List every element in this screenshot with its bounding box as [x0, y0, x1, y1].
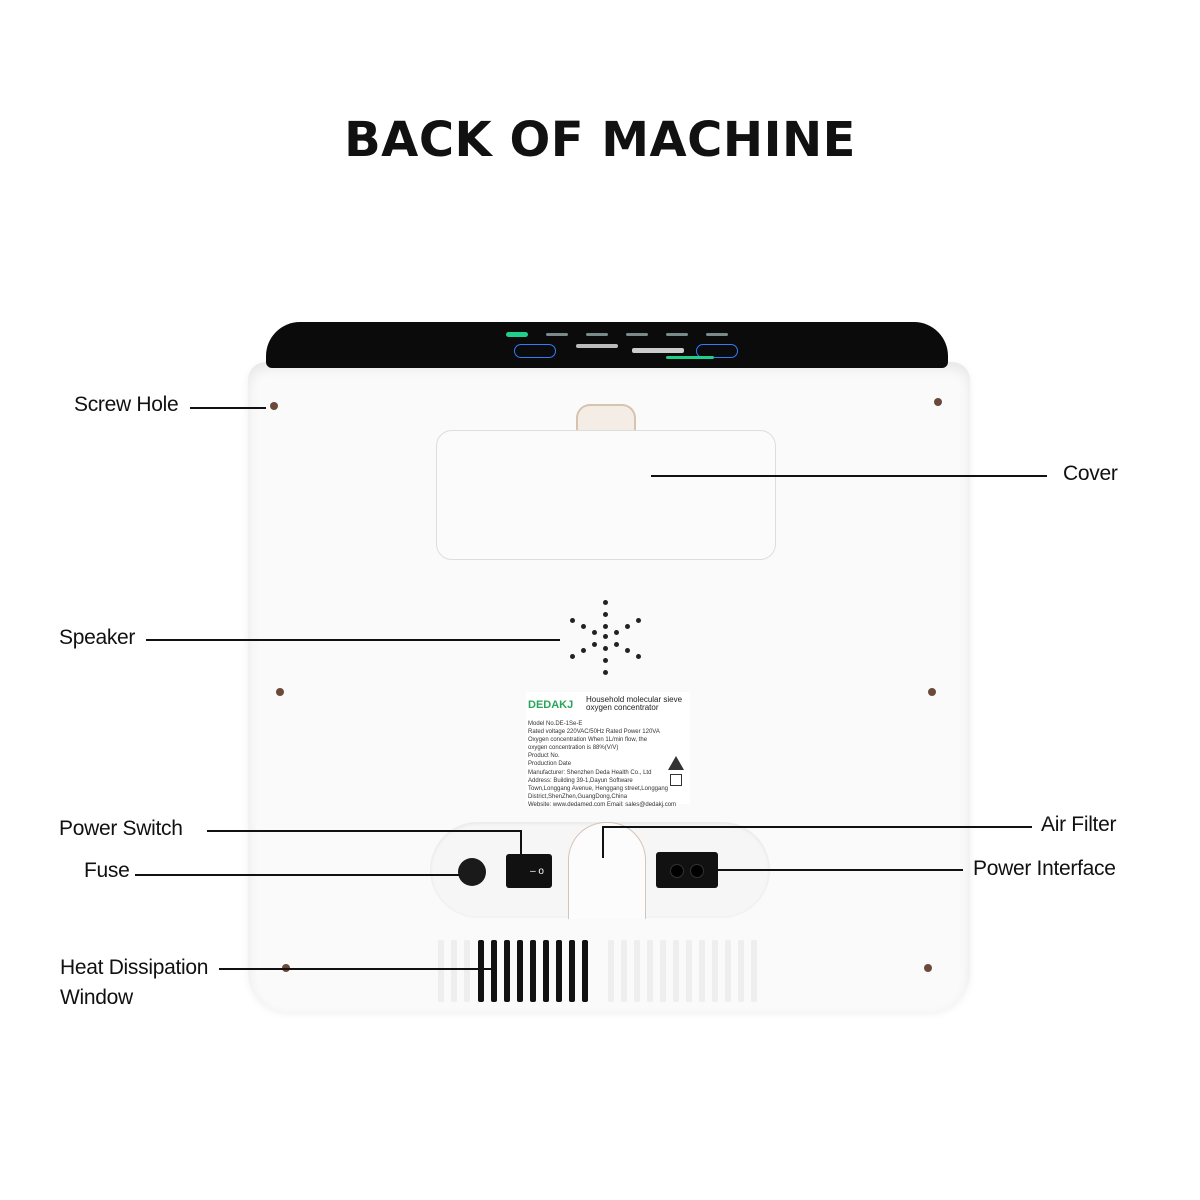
screw-hole-mid-right [928, 688, 936, 696]
leader-power-interface [717, 869, 963, 871]
heat-dissipation-window [438, 940, 768, 1002]
rating-label: DEDAKJ Household molecular sieve oxygen … [526, 692, 690, 808]
power-switch[interactable]: – o [506, 854, 552, 888]
screw-hole-bottom-right [924, 964, 932, 972]
leader-screw-hole [190, 407, 266, 409]
leader-speaker [146, 639, 560, 641]
display-indicators [506, 332, 776, 359]
control-panel-display [266, 322, 948, 368]
leader-air-filter-drop [602, 826, 604, 858]
rated-specs: Rated voltage 220VAC/50Hz Rated Power 12… [528, 729, 660, 736]
model-number: Model No.DE-1Se-E [528, 721, 583, 727]
screw-hole-mid-left [276, 688, 284, 696]
oxygen-concentrator-back: DEDAKJ Household molecular sieve oxygen … [248, 322, 970, 1012]
product-name-line2: oxygen concentrator [586, 703, 659, 712]
page-title: BACK OF MACHINE [344, 112, 856, 168]
callout-air-filter: Air Filter [1041, 813, 1117, 836]
website: Website: www.dedamed.com Email: sales@de… [528, 801, 677, 808]
leader-power-switch-drop [520, 830, 522, 858]
power-interface-socket[interactable] [656, 852, 718, 888]
speaker-grille [566, 596, 646, 676]
product-name-line1: Household molecular sieve [586, 695, 683, 704]
socket-pin-icon [690, 864, 704, 878]
manufacturer: Manufacturer: Shenzhen Deda Health Co., … [528, 769, 652, 776]
callout-speaker: Speaker [59, 626, 136, 649]
air-filter[interactable] [568, 822, 646, 919]
callout-heat-dissipation-line2: Window [60, 986, 133, 1009]
callout-cover: Cover [1063, 462, 1118, 485]
warning-triangle-icon [668, 756, 684, 770]
callout-screw-hole: Screw Hole [74, 393, 179, 416]
callout-power-switch: Power Switch [59, 817, 183, 840]
leader-heat-dissipation [219, 968, 497, 970]
product-no: Product No. [528, 753, 560, 760]
callout-fuse: Fuse [84, 859, 130, 882]
power-toggle-icon: – o [530, 866, 544, 877]
callout-heat-dissipation-line1: Heat Dissipation [60, 956, 209, 979]
leader-power-switch [207, 830, 521, 832]
production-date: Production Date [528, 761, 572, 768]
address: Address: Building 39-1,Dayun Software To… [528, 777, 669, 800]
fuse-holder[interactable] [458, 858, 486, 886]
brand-logo: DEDAKJ [528, 699, 574, 711]
leader-cover [651, 475, 1047, 477]
leader-air-filter [602, 826, 1032, 828]
screw-hole-top-right [934, 398, 942, 406]
socket-pin-icon [670, 864, 684, 878]
screw-hole-top-left [270, 402, 278, 410]
double-insulation-icon [670, 774, 682, 786]
cover-panel[interactable] [436, 430, 776, 560]
oxygen-spec: Oxygen concentration When 1L/min flow, t… [528, 737, 648, 752]
callout-power-interface: Power Interface [973, 857, 1116, 880]
leader-fuse [135, 874, 460, 876]
